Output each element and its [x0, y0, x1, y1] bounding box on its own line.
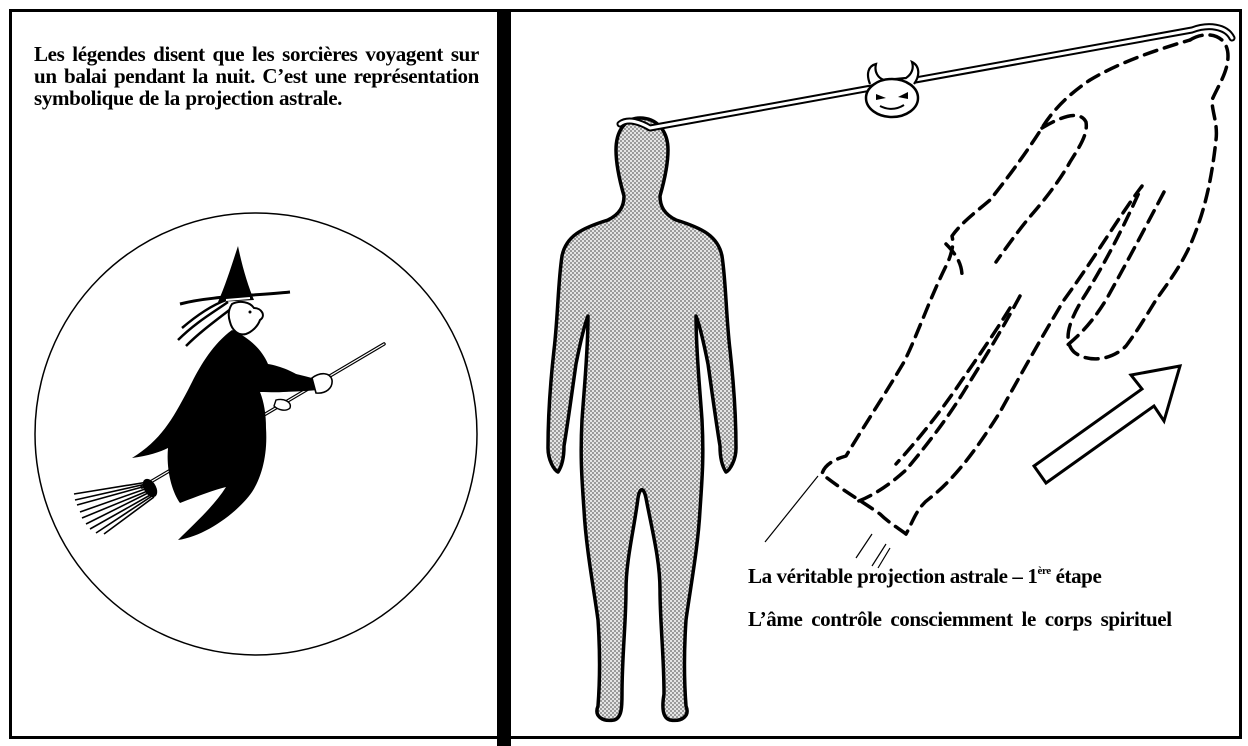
panel-divider — [497, 9, 511, 746]
silver-cord — [616, 23, 1236, 132]
witch-on-broom-icon — [73, 246, 386, 540]
direction-arrow-icon — [1031, 364, 1183, 486]
devil-face-icon — [864, 59, 920, 119]
astral-body-figure — [820, 33, 1230, 536]
motion-lines — [764, 475, 891, 569]
witch-illustration — [34, 212, 478, 656]
physical-body-figure — [546, 116, 738, 723]
caption-title-end: étape — [1050, 564, 1102, 588]
caption-title-main: La véritable projection astrale – 1 — [748, 564, 1038, 588]
caption-title-superscript: ère — [1037, 565, 1051, 577]
caption-body: L’âme contrôle consciemment le corps spi… — [748, 607, 1172, 631]
outer-frame — [9, 9, 1242, 739]
witch-legend-text: Les légendes disent que les sorcières vo… — [34, 42, 479, 111]
caption-title: La véritable projection astrale – 1ère é… — [748, 565, 1218, 588]
